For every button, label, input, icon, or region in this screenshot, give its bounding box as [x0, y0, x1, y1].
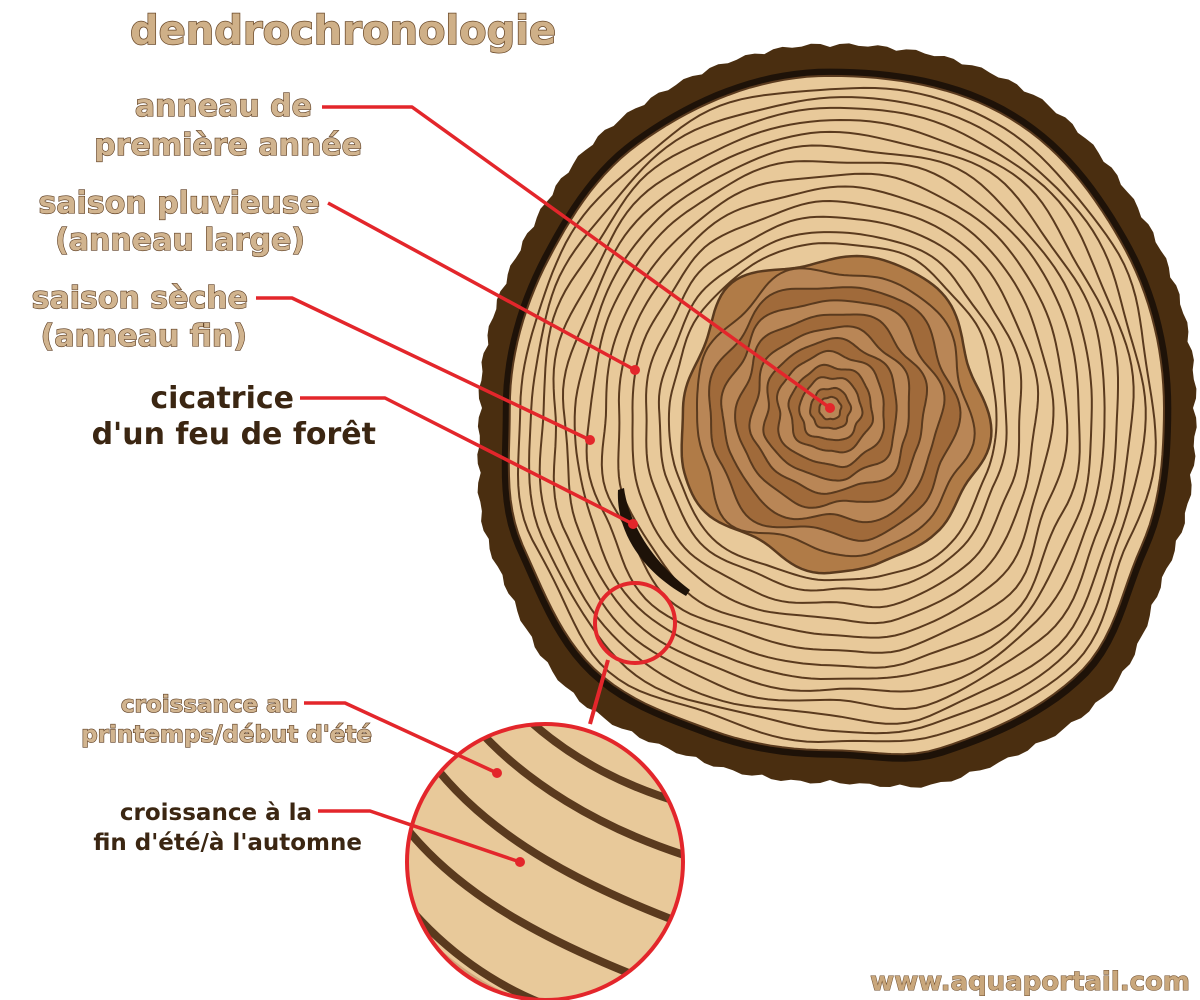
ring-line [631, 199, 1040, 625]
magnifier-source-circle [593, 581, 677, 665]
pointer-dot-autumn [515, 857, 525, 867]
fire-scar [617, 488, 690, 596]
title: dendrochronologie [130, 8, 556, 54]
ring-line [600, 172, 1069, 654]
label-first-year-line2: première année [94, 128, 362, 163]
label-spring-line2: printemps/début d'été [81, 722, 372, 748]
ring-line [645, 215, 1023, 609]
pointer-first-year [322, 105, 832, 410]
tree-cross-section [477, 43, 1197, 788]
ring-line [585, 160, 1081, 669]
label-autumn-line2: fin d'été/à l'automne [93, 830, 362, 856]
pointer-scar [300, 396, 634, 526]
pointer-spring [304, 701, 498, 775]
ring-line [657, 231, 1008, 592]
label-pointers [256, 105, 835, 867]
label-spring-line1: croissance au [121, 692, 298, 718]
ring-line [528, 96, 1147, 735]
label-rainy-line2: (anneau large) [55, 223, 305, 258]
pointer-dot-dry [585, 435, 595, 445]
ring-line [573, 144, 1093, 681]
ring-line [667, 242, 998, 582]
ring-line [561, 130, 1106, 693]
pointer-dot-rainy [630, 365, 640, 375]
pointer-dry [256, 296, 591, 442]
pointer-dot-first-year [825, 403, 835, 413]
label-dry-line1: saison sèche [32, 281, 248, 316]
website-watermark: www.aquaportail.com [870, 967, 1190, 997]
label-first-year-line1: anneau de [135, 89, 312, 124]
ring-line [617, 185, 1055, 639]
label-scar-line1: cicatrice [150, 381, 294, 416]
magnifier-connector [588, 659, 610, 725]
magnified-ring-line [426, 756, 683, 934]
pointer-dot-spring [492, 768, 502, 778]
ring-line [538, 106, 1135, 725]
ring-line [552, 118, 1119, 711]
pointer-autumn [318, 809, 521, 864]
pointer-dot-scar [628, 519, 638, 529]
magnifier-border [405, 722, 685, 1000]
pointer-rainy [327, 201, 636, 372]
label-dry-line2: (anneau fin) [41, 319, 247, 354]
label-rainy-line1: saison pluvieuse [38, 186, 320, 221]
label-autumn-line1: croissance à la [120, 800, 312, 826]
magnified-ring-line [466, 724, 683, 864]
label-scar-line2: d'un feu de forêt [92, 417, 376, 452]
